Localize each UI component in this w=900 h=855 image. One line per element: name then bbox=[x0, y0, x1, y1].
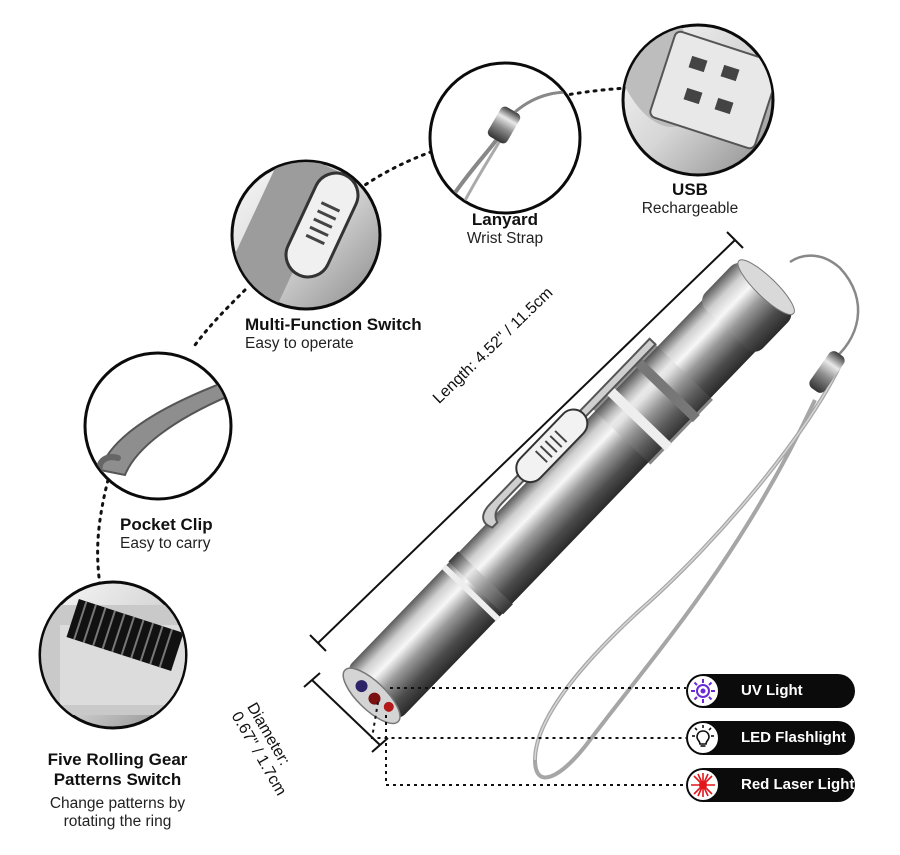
lanyard-detail-circle bbox=[428, 61, 582, 215]
usb-label: USB Rechargeable bbox=[630, 180, 750, 219]
laser-pointer-body bbox=[342, 259, 795, 725]
clip-subtitle: Easy to carry bbox=[120, 535, 211, 553]
diameter-dimension-line bbox=[303, 672, 389, 753]
uv-light-icon bbox=[687, 675, 719, 707]
mode-pill-led: LED Flashlight bbox=[686, 721, 855, 755]
switch-title: Multi-Function Switch bbox=[245, 315, 422, 334]
mode-pill-uv: UV Light bbox=[686, 674, 855, 708]
mode-label-laser: Red Laser Light bbox=[741, 776, 855, 793]
gear-title-line1: Five Rolling Gear bbox=[47, 750, 188, 769]
laser-burst-icon bbox=[687, 769, 719, 801]
usb-subtitle: Rechargeable bbox=[641, 200, 739, 218]
gear-label: Five Rolling Gear Patterns Switch Change… bbox=[30, 750, 205, 832]
mode-label-led: LED Flashlight bbox=[741, 729, 846, 746]
mode-label-uv: UV Light bbox=[741, 682, 803, 699]
gear-ring-detail-circle bbox=[38, 580, 188, 730]
usb-detail-circle bbox=[621, 23, 775, 177]
dotted-connector-arc bbox=[96, 86, 630, 587]
clip-label: Pocket Clip Easy to carry bbox=[120, 515, 245, 554]
lanyard-title: Lanyard bbox=[471, 210, 539, 229]
lanyard-wire bbox=[789, 254, 860, 364]
lightbulb-icon bbox=[687, 722, 719, 754]
switch-label: Multi-Function Switch Easy to operate bbox=[245, 315, 445, 354]
mode-connector-lines bbox=[370, 687, 686, 786]
gear-title-line2: Patterns Switch bbox=[53, 770, 182, 790]
length-dimension-line bbox=[309, 231, 744, 652]
clip-title: Pocket Clip bbox=[120, 515, 213, 534]
gear-subtitle-line2: rotating the ring bbox=[63, 813, 172, 831]
switch-subtitle: Easy to operate bbox=[245, 335, 354, 353]
lanyard-label: Lanyard Wrist Strap bbox=[440, 210, 570, 249]
mode-pill-laser: Red Laser Light bbox=[686, 768, 855, 802]
clip-detail-circle bbox=[83, 351, 233, 501]
lanyard-subtitle: Wrist Strap bbox=[466, 230, 544, 248]
gear-subtitle-line1: Change patterns by bbox=[49, 794, 186, 812]
usb-title: USB bbox=[672, 180, 708, 199]
lanyard-crimp bbox=[809, 351, 845, 393]
